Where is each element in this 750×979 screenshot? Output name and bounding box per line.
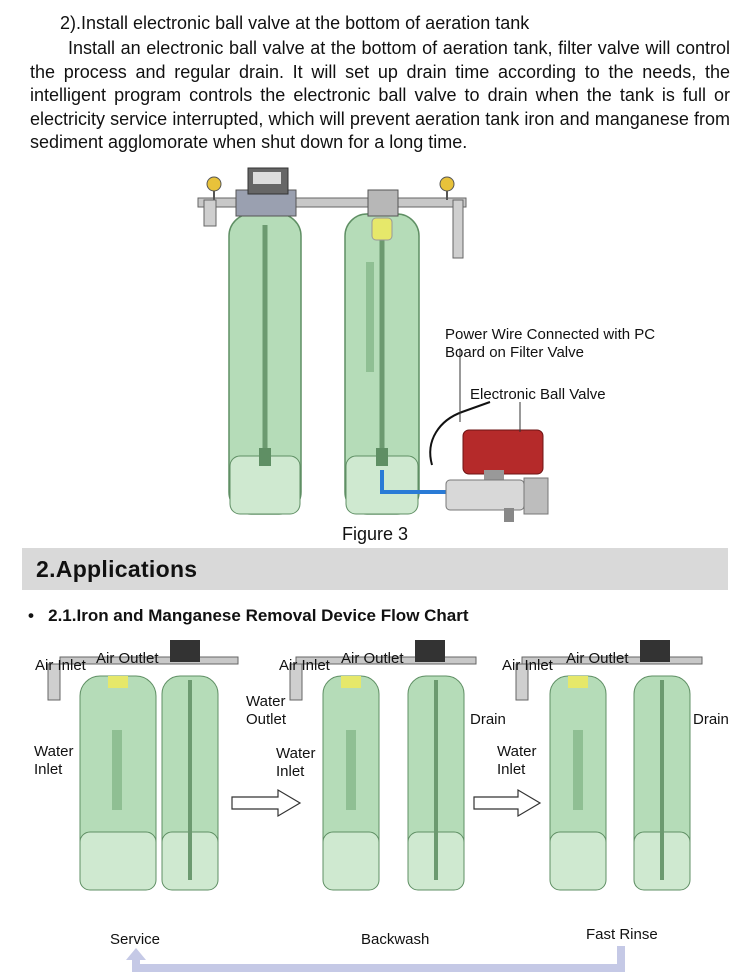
- label-water-inlet-line-1: Water: [497, 743, 537, 760]
- stage-service-tanks: [47, 640, 239, 891]
- drain-pipe: [380, 470, 446, 494]
- callout-power-wire: Power Wire Connected with PC Board on Fi…: [445, 326, 655, 362]
- arrow-up-icon: [126, 948, 146, 960]
- label-air-inlet: Air Inlet: [502, 657, 553, 674]
- label-water-inlet: Water Inlet: [276, 745, 315, 781]
- stage-backwash-tanks: [289, 640, 477, 891]
- section-header-bar: [22, 548, 728, 590]
- stage-label-backwash: Backwash: [361, 931, 430, 948]
- intro-heading: 2).Install electronic ball valve at the …: [60, 13, 530, 33]
- return-loop-arrow: [132, 946, 625, 972]
- top-piping: [197, 167, 467, 259]
- arrow-right-icon: [231, 788, 302, 818]
- label-air-outlet: Air Outlet: [341, 650, 404, 667]
- power-wire: [429, 401, 491, 466]
- label-water-outlet: Water Outlet: [246, 693, 286, 729]
- callout-power-line-1: Power Wire Connected with PC: [445, 326, 656, 343]
- label-air-inlet: Air Inlet: [35, 657, 86, 674]
- label-water-inlet-line-2: Inlet: [276, 763, 305, 780]
- callout-power-line-2: Board on Filter Valve: [445, 344, 584, 361]
- arrow-right-icon: [473, 788, 542, 818]
- label-air-inlet: Air Inlet: [279, 657, 330, 674]
- subsection-title: 2.1.Iron and Manganese Removal Device Fl…: [48, 606, 469, 625]
- label-drain: Drain: [693, 711, 729, 728]
- label-drain: Drain: [470, 711, 506, 728]
- intro-body: Install an electronic ball valve at the …: [30, 38, 730, 152]
- label-water-outlet-line-2: Outlet: [246, 711, 287, 728]
- label-water-inlet: Water Inlet: [34, 743, 73, 779]
- label-water-inlet-line-1: Water: [34, 743, 74, 760]
- label-water-inlet: Water Inlet: [497, 743, 536, 779]
- label-air-outlet: Air Outlet: [566, 650, 629, 667]
- electronic-ball-valve: [445, 429, 549, 522]
- section-title: 2.Applications: [36, 556, 198, 582]
- label-air-outlet: Air Outlet: [96, 650, 159, 667]
- stage-label-service: Service: [110, 931, 161, 948]
- stage-label-fast-rinse: Fast Rinse: [586, 926, 658, 943]
- subsection-heading: • 2.1.Iron and Manganese Removal Device …: [28, 606, 469, 626]
- figure-caption: Figure 3: [341, 524, 409, 544]
- bullet: •: [28, 606, 34, 625]
- label-water-inlet-line-2: Inlet: [497, 761, 526, 778]
- label-water-outlet-line-1: Water: [246, 693, 286, 710]
- callout-ball-valve: Electronic Ball Valve: [470, 386, 606, 403]
- label-water-inlet-line-1: Water: [276, 745, 316, 762]
- stage-fast-rinse-tanks: [515, 640, 703, 891]
- label-water-inlet-line-2: Inlet: [34, 761, 63, 778]
